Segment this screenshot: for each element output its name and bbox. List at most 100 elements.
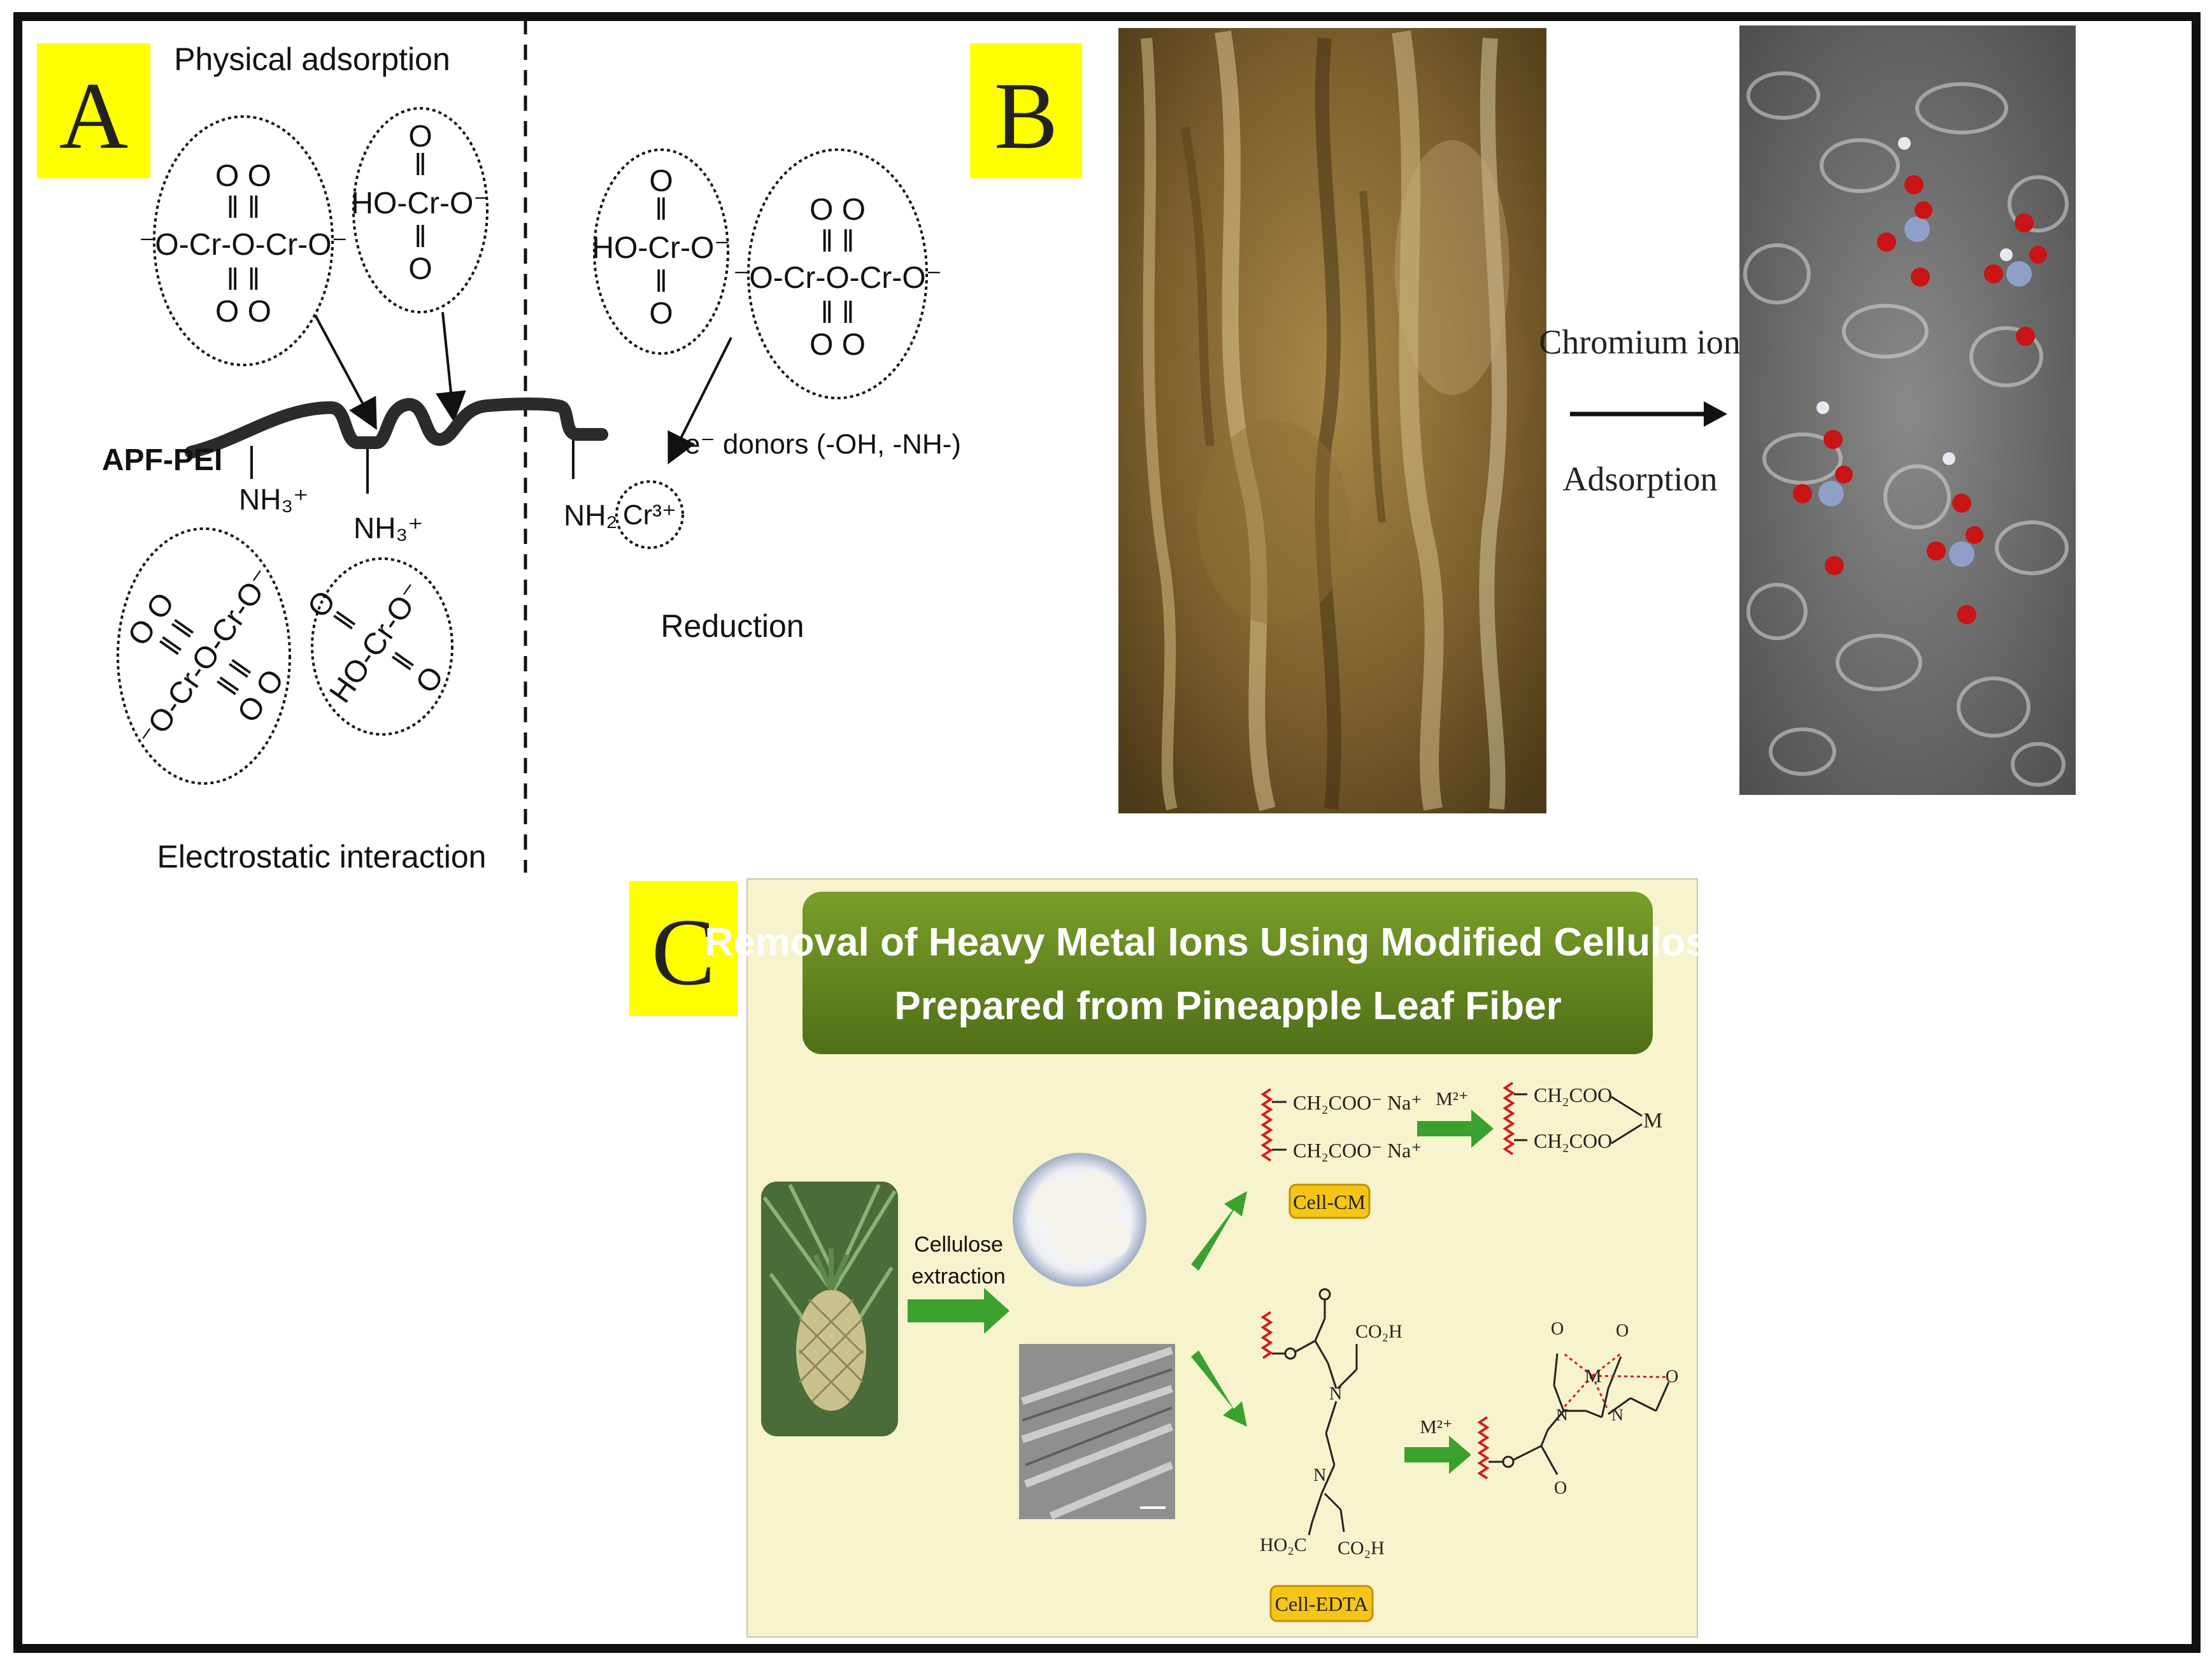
cr3-label: Cr³⁺ — [623, 499, 676, 531]
panel-b-letter-box — [970, 43, 1082, 178]
chelate-o-4: O — [1554, 1478, 1567, 1498]
complexation-arrow-cm — [1417, 1110, 1494, 1148]
cell-edta-badge — [1269, 1585, 1374, 1622]
dichromate-circle-3 — [747, 148, 928, 399]
nh3-label-2: NH₃⁺ — [353, 511, 423, 545]
panel-c-letter: C — [652, 899, 715, 1005]
svg-text:‖ ‖: ‖ ‖ — [227, 263, 260, 297]
svg-text:‖: ‖ — [414, 220, 427, 254]
chromate-molecule-1 — [1877, 137, 1932, 287]
svg-text:O O: O O — [810, 193, 866, 227]
svg-text:⁻O-Cr-O-Cr-O⁻: ⁻O-Cr-O-Cr-O⁻ — [139, 228, 348, 262]
surface-curve — [185, 397, 608, 459]
svg-text:O O: O O — [215, 159, 271, 193]
arrow-to-cell-cm — [1191, 1191, 1247, 1271]
cell-cm-label: Cell-CM — [1293, 1190, 1366, 1213]
edta-co2h-2: CO₂H — [1338, 1538, 1385, 1559]
chromate-molecule-3 — [1793, 401, 1853, 575]
svg-text:O O: O O — [810, 328, 866, 362]
title-banner — [803, 892, 1653, 1054]
chelate-cm-group-2: CH₂COO — [1534, 1129, 1612, 1152]
chelate-o-2: O — [1616, 1321, 1629, 1341]
chelate-n-1: N — [1556, 1406, 1568, 1424]
chelate-edta-chain — [1477, 1416, 1490, 1480]
cellulose-sem-image — [1019, 1344, 1175, 1520]
panel-a-letter: A — [59, 63, 128, 169]
svg-text:‖ ‖: ‖ ‖ — [821, 296, 855, 330]
extraction-arrow — [908, 1288, 1010, 1334]
svg-text:‖: ‖ — [655, 193, 667, 227]
nh3-label-1: NH₃⁺ — [239, 483, 308, 516]
dichromate-circle-1 — [153, 115, 334, 366]
pineapple-photo — [761, 1182, 898, 1436]
svg-text:‖: ‖ — [414, 148, 427, 182]
hcro4-species-3: O ‖ HO-Cr-O⁻ ‖ O — [592, 164, 730, 331]
chelate-o-1: O — [1551, 1319, 1564, 1339]
hcro4-circle-1 — [352, 107, 489, 313]
title-line-1: Removal of Heavy Metal Ions Using Modifi… — [704, 920, 1751, 964]
chromate-molecule-4 — [1927, 452, 1983, 624]
hcro4-circle-2 — [311, 557, 453, 736]
panel-b-letter: B — [994, 63, 1058, 169]
chelate-n-2: N — [1611, 1406, 1623, 1424]
chelate-edta-metal: M — [1585, 1366, 1602, 1387]
adsorption-label: Adsorption — [1563, 460, 1718, 498]
chelate-o-3: O — [1666, 1367, 1678, 1387]
chromate-molecule-2 — [1984, 213, 2047, 346]
chromium-ions-label: Chromium ions — [1539, 323, 1754, 361]
cell-cm-group-1: CH₂COO⁻ Na⁺ — [1293, 1091, 1422, 1114]
svg-text:O O: O O — [215, 295, 271, 329]
dichromate-species-3: O O ‖ ‖ ⁻O-Cr-O-Cr-O⁻ ‖ ‖ O O — [733, 193, 942, 362]
svg-text:‖ ‖: ‖ ‖ — [821, 225, 855, 259]
chelate-cm-metal: M — [1643, 1109, 1662, 1133]
electron-donors-label: e⁻ donors (-OH, -NH-) — [685, 429, 961, 460]
chelate-edta-skeleton — [1488, 1353, 1670, 1475]
reduction-label: Reduction — [660, 608, 804, 644]
svg-text:O: O — [649, 297, 673, 331]
chelate-cm-group-1: CH₂COO — [1534, 1083, 1612, 1106]
adsorption-arrow-2 — [436, 311, 466, 422]
apf-pei-label: APF-PEI — [102, 443, 222, 477]
cell-edta-label: Cell-EDTA — [1275, 1592, 1369, 1615]
dichromate-circle-2 — [117, 527, 291, 785]
hcro4-circle-3 — [593, 148, 729, 355]
extraction-label: extraction — [911, 1264, 1005, 1289]
complexation-arrow-edta — [1404, 1436, 1471, 1474]
edta-co2h-1: CO₂H — [1355, 1321, 1402, 1342]
cellulose-label: Cellulose — [914, 1233, 1003, 1257]
svg-text:O: O — [408, 252, 432, 286]
m2plus-label-1: M²⁺ — [1436, 1089, 1469, 1110]
svg-text:‖ ‖: ‖ ‖ — [227, 191, 260, 225]
edta-n-1: N — [1329, 1384, 1342, 1404]
dichromate-species-1: O O ‖ ‖ ⁻O-Cr-O-Cr-O⁻ ‖ ‖ O O — [139, 159, 348, 329]
svg-text:O: O — [649, 164, 673, 198]
svg-text:HO-Cr-O⁻: HO-Cr-O⁻ — [351, 187, 489, 220]
edta-n-2: N — [1313, 1466, 1326, 1485]
m2plus-label-2: M²⁺ — [1420, 1417, 1453, 1438]
svg-text:O: O — [408, 120, 432, 154]
reduction-arrow — [667, 337, 732, 465]
svg-text:HO-Cr-O⁻: HO-Cr-O⁻ — [592, 231, 730, 265]
arrow-to-cell-edta — [1191, 1350, 1247, 1427]
adsorption-arrow-1 — [314, 315, 377, 431]
cell-cm-badge — [1288, 1183, 1371, 1219]
svg-text:⁻O-Cr-O-Cr-O⁻: ⁻O-Cr-O-Cr-O⁻ — [733, 261, 942, 295]
panel-a-letter-box — [37, 43, 150, 178]
edta-skeleton — [1272, 1288, 1358, 1536]
cr3-circle — [615, 480, 684, 549]
cell-cm-chain — [1260, 1088, 1273, 1162]
panel-a: A Physical adsorption O O ‖ ‖ ⁻O-Cr-O-Cr… — [37, 19, 961, 875]
adsorption-arrow-head — [1704, 401, 1727, 427]
physical-adsorption-label: Physical adsorption — [174, 41, 450, 77]
fiber-photo — [1118, 28, 1546, 813]
cell-edta-chain — [1260, 1311, 1273, 1359]
chelate-coordination-bonds — [1562, 1352, 1668, 1411]
panel-b: B Chromium ions Adsorption — [970, 25, 2076, 813]
svg-text:‖: ‖ — [655, 265, 667, 299]
chelate-cm-chain — [1502, 1082, 1515, 1155]
title-line-2: Prepared from Pineapple Leaf Fiber — [894, 984, 1561, 1028]
hcro4-species-1: O ‖ HO-Cr-O⁻ ‖ O — [351, 120, 489, 286]
nh2-label: NH₂ — [564, 499, 617, 532]
cell-cm-group-2: CH₂COO⁻ Na⁺ — [1293, 1139, 1422, 1162]
